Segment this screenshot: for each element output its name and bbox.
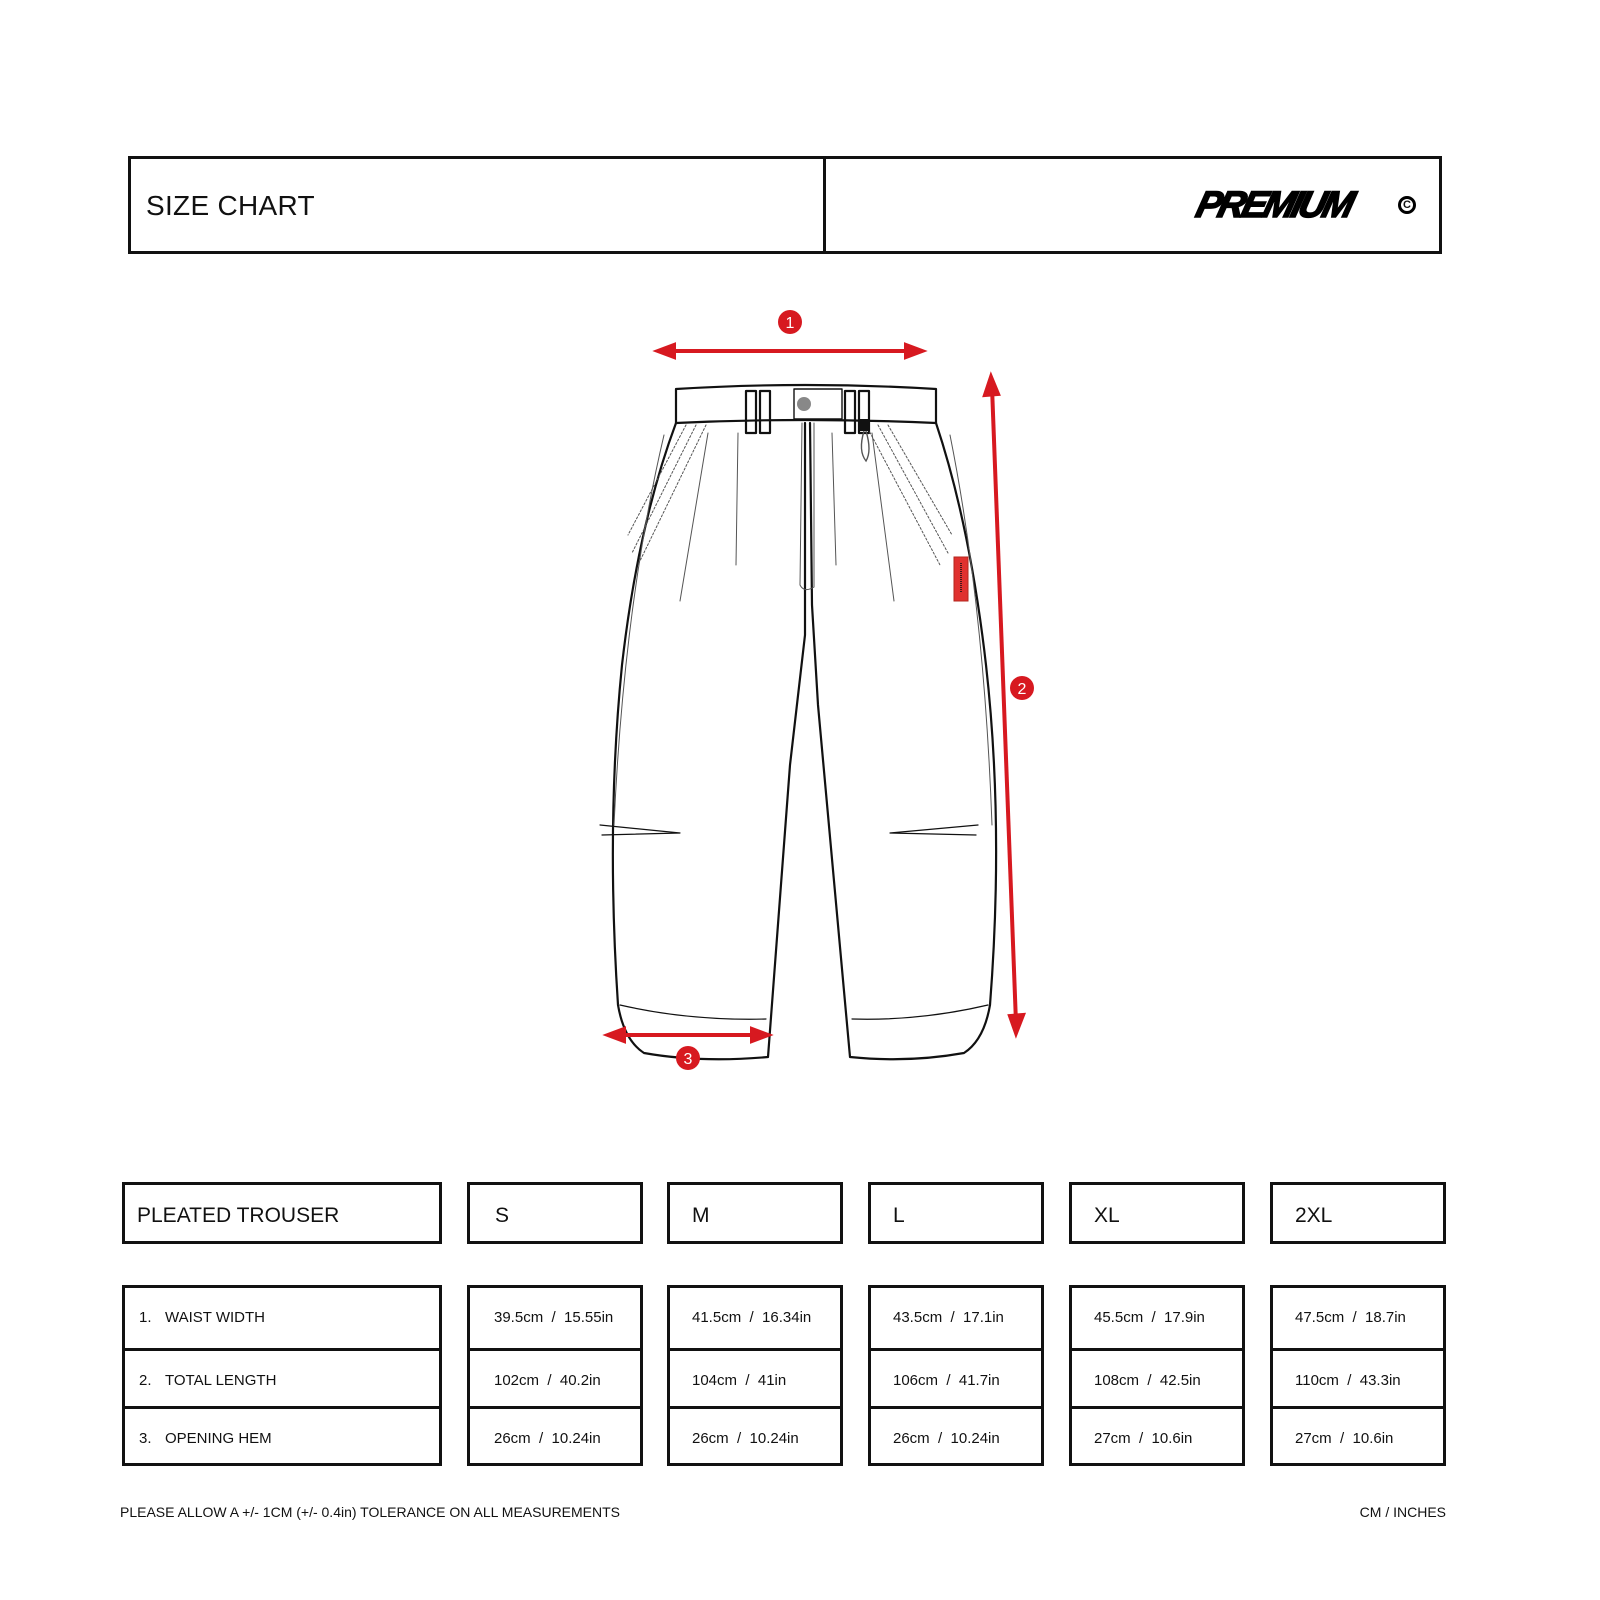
marker-label: 3	[684, 1051, 693, 1068]
side-seam-right	[949, 434, 993, 826]
measurement-value: 106cm / 41.7in	[893, 1372, 1000, 1389]
measurement-value: 41.5cm / 16.34in	[692, 1309, 812, 1326]
fly-stitch	[799, 422, 815, 591]
zipper-slider	[860, 419, 870, 431]
marker-label: 1	[786, 315, 795, 332]
measurement-label: WAIST WIDTH	[165, 1309, 265, 1326]
size-label: 2XL	[1295, 1204, 1333, 1227]
hem-left	[619, 1004, 767, 1020]
measurement-value: 26cm / 10.24in	[494, 1430, 601, 1447]
pleat-left	[735, 432, 739, 566]
measurement-value: 43.5cm / 17.1in	[893, 1309, 1004, 1326]
product-name: PLEATED TROUSER	[137, 1204, 340, 1227]
measurement-value: 45.5cm / 17.9in	[1094, 1309, 1205, 1326]
brand-logo: PREMIUM C	[1191, 183, 1422, 226]
brand-logo-text: PREMIUM	[1191, 183, 1357, 226]
marker-waist: 1	[778, 310, 802, 334]
pleat-left	[679, 432, 709, 602]
zipper-pull	[860, 430, 870, 463]
trouser-diagram: 1 2 3	[599, 310, 1034, 1070]
measurement-value: 102cm / 40.2in	[494, 1372, 601, 1389]
tolerance-note: PLEASE ALLOW A +/- 1CM (+/- 0.4in) TOLER…	[120, 1504, 621, 1520]
size-label: M	[692, 1204, 710, 1227]
size-column-m: 41.5cm / 16.34in 104cm / 41in 26cm / 10.…	[667, 1285, 843, 1466]
pleat-right	[831, 432, 837, 566]
marker-label: 2	[1018, 681, 1027, 698]
size-column-l: 43.5cm / 17.1in 106cm / 41.7in 26cm / 10…	[868, 1285, 1044, 1466]
measurement-value: 110cm / 43.3in	[1295, 1372, 1401, 1389]
hem-right	[851, 1004, 989, 1020]
row-number: 1.	[139, 1309, 152, 1326]
size-column-s: 39.5cm / 15.55in 102cm / 40.2in 26cm / 1…	[467, 1285, 643, 1466]
belt-loop	[843, 389, 857, 435]
size-label: XL	[1094, 1204, 1120, 1227]
pocket-right	[865, 424, 953, 566]
measurement-value: 26cm / 10.24in	[692, 1430, 799, 1447]
table-row: 2. TOTAL LENGTH	[125, 1348, 439, 1411]
row-number: 3.	[139, 1430, 152, 1447]
table-row: 3. OPENING HEM	[125, 1406, 439, 1469]
measurement-value: 108cm / 42.5in	[1094, 1372, 1201, 1389]
measurement-value: 27cm / 10.6in	[1295, 1430, 1394, 1447]
marker-length: 2	[1010, 676, 1034, 700]
knee-dart-right	[889, 824, 979, 836]
table-row: 1. WAIST WIDTH	[125, 1288, 439, 1348]
belt-loop	[744, 389, 758, 435]
left-leg-outline	[611, 421, 807, 1061]
units-note: CM / INCHES	[1359, 1504, 1446, 1520]
size-header-m: M	[667, 1182, 843, 1244]
header-brand-box	[823, 156, 1442, 254]
copyright-icon: C	[1398, 196, 1416, 214]
size-header-xl: XL	[1069, 1182, 1245, 1244]
pocket-left	[627, 424, 707, 566]
belt-loop	[758, 389, 772, 435]
measurement-value: 27cm / 10.6in	[1094, 1430, 1193, 1447]
size-label: L	[893, 1204, 905, 1227]
size-header-l: L	[868, 1182, 1044, 1244]
side-seam-left	[613, 434, 665, 826]
product-name-cell: PLEATED TROUSER	[122, 1182, 442, 1244]
row-number: 2.	[139, 1372, 152, 1389]
measurement-value: 26cm / 10.24in	[893, 1430, 1000, 1447]
size-column-2xl: 47.5cm / 18.7in 110cm / 43.3in 27cm / 10…	[1270, 1285, 1446, 1466]
button-tab	[793, 388, 843, 420]
measurement-value: 47.5cm / 18.7in	[1295, 1309, 1406, 1326]
page-title: SIZE CHART	[146, 190, 315, 221]
measurement-value: 39.5cm / 15.55in	[494, 1309, 614, 1326]
size-header-2xl: 2XL	[1270, 1182, 1446, 1244]
measurement-label: OPENING HEM	[165, 1430, 272, 1447]
pleat-right	[871, 432, 895, 602]
button-icon	[797, 397, 811, 411]
right-leg-outline	[808, 421, 998, 1061]
measurement-labels: 1. WAIST WIDTH 2. TOTAL LENGTH 3. OPENIN…	[122, 1285, 442, 1466]
size-label: S	[495, 1204, 510, 1227]
size-header-s: S	[467, 1182, 643, 1244]
measurement-value: 104cm / 41in	[692, 1372, 787, 1389]
size-column-xl: 45.5cm / 17.9in 108cm / 42.5in 27cm / 10…	[1069, 1285, 1245, 1466]
measurement-label: TOTAL LENGTH	[165, 1372, 277, 1389]
marker-hem: 3	[676, 1046, 700, 1070]
header-title-box	[128, 156, 826, 254]
arrow-length	[990, 386, 1018, 1024]
knee-dart-left	[599, 824, 681, 836]
